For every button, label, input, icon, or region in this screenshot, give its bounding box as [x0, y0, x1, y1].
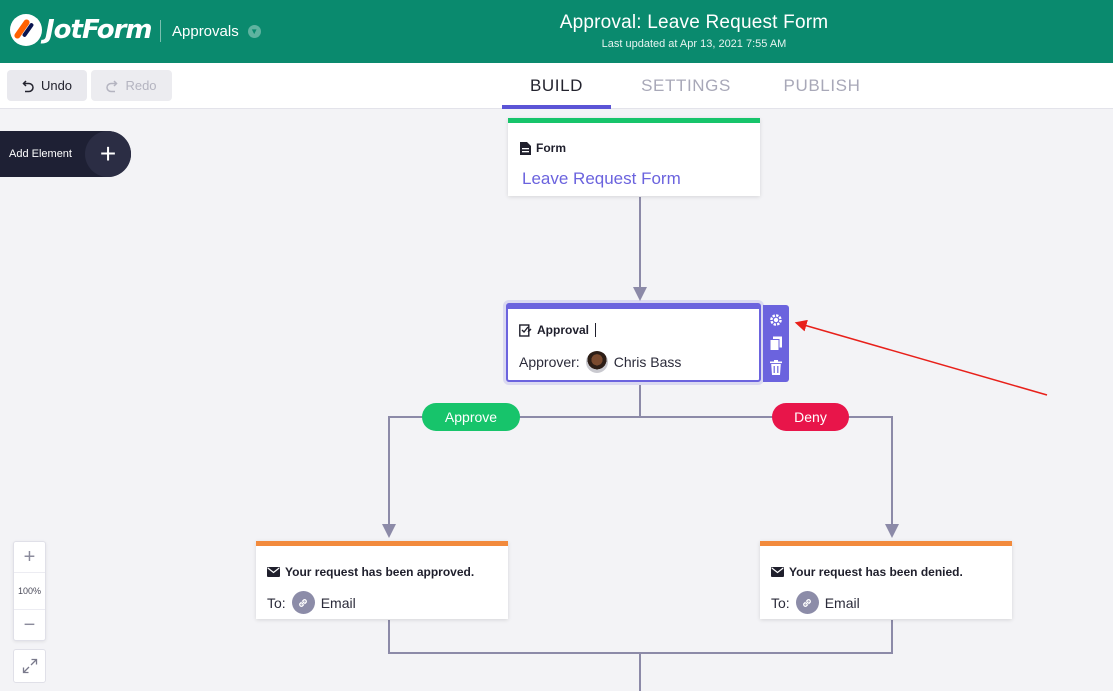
minus-icon: −: [23, 613, 36, 636]
expand-icon: [22, 658, 37, 674]
redo-button[interactable]: Redo: [91, 70, 172, 101]
title-block: Approval: Leave Request Form Last update…: [0, 12, 1113, 50]
form-node-name[interactable]: Leave Request Form: [522, 169, 681, 188]
annotation-arrow: [794, 319, 1048, 396]
tab-settings[interactable]: SETTINGS: [641, 76, 731, 95]
text-caret: [595, 323, 597, 337]
approval-node-type[interactable]: Approval: [537, 323, 590, 337]
gear-icon[interactable]: [769, 313, 783, 327]
header-divider: [160, 20, 161, 42]
node-actions: [763, 305, 789, 382]
app-switcher[interactable]: Approvals ▼: [172, 23, 261, 40]
denied-email-title: Your request has been denied.: [789, 565, 963, 579]
to-label: To:: [267, 594, 286, 611]
chevron-down-icon: ▼: [247, 25, 261, 38]
zoom-level: 100%: [14, 572, 45, 610]
recipient-email: Email: [824, 594, 860, 611]
approve-branch-label[interactable]: Approve: [422, 403, 520, 431]
undo-icon: [22, 79, 34, 92]
tab-publish[interactable]: PUBLISH: [783, 76, 861, 95]
connector-branch-deny: [640, 416, 899, 538]
copy-icon[interactable]: [769, 336, 783, 351]
redo-icon: [106, 79, 119, 92]
approval-node[interactable]: Approval Approver: Chris Bass: [506, 303, 761, 382]
redo-label: Redo: [125, 78, 157, 93]
jotform-logo[interactable]: JotForm: [10, 14, 152, 46]
to-label: To:: [771, 594, 790, 611]
zoom-controls: + 100% −: [13, 541, 46, 641]
approved-email-recipient-row: To: Email: [267, 591, 356, 614]
approver-row: Approver: Chris Bass: [519, 351, 681, 373]
approval-node-header: Approval: [519, 323, 597, 337]
page-title: Approval: Leave Request Form: [559, 12, 829, 33]
add-element-label: Add Element: [9, 148, 72, 160]
approver-label: Approver:: [519, 354, 580, 370]
avatar: [585, 351, 608, 373]
link-icon: [291, 591, 315, 614]
link-icon: [795, 591, 819, 614]
trash-icon[interactable]: [770, 359, 782, 375]
approved-email-header: Your request has been approved.: [267, 565, 474, 579]
undo-label: Undo: [40, 78, 73, 93]
denied-email-node[interactable]: Your request has been denied. To: Email: [760, 541, 1012, 619]
add-element-button[interactable]: Add Element +: [0, 131, 131, 177]
tab-build[interactable]: BUILD: [502, 63, 611, 109]
approved-email-node[interactable]: Your request has been approved. To: Emai…: [256, 541, 508, 619]
last-updated: Last updated at Apr 13, 2021 7:55 AM: [601, 38, 787, 50]
denied-email-recipient-row: To: Email: [771, 591, 860, 614]
envelope-icon: [267, 567, 280, 577]
logo-mark-icon: [10, 14, 42, 46]
connector-merge: [388, 620, 893, 654]
top-header: JotForm Approvals ▼ Approval: Leave Requ…: [0, 0, 1113, 63]
app-switcher-label: Approvals: [172, 23, 239, 40]
document-icon: [520, 141, 531, 155]
form-node-header: Form: [520, 141, 566, 155]
zoom-in-button[interactable]: +: [14, 542, 45, 572]
plus-icon: +: [85, 131, 131, 177]
builder-tabs: BUILD SETTINGS PUBLISH: [502, 63, 887, 109]
fit-screen-button[interactable]: [13, 649, 46, 683]
form-node[interactable]: Form Leave Request Form: [508, 118, 760, 196]
denied-email-header: Your request has been denied.: [771, 565, 963, 579]
approval-icon: [519, 324, 532, 337]
plus-icon: +: [23, 545, 36, 568]
undo-button[interactable]: Undo: [7, 70, 87, 101]
form-node-type: Form: [536, 141, 566, 155]
zoom-out-button[interactable]: −: [14, 610, 45, 640]
recipient-email: Email: [320, 594, 356, 611]
builder-toolbar: Undo Redo BUILD SETTINGS PUBLISH: [0, 63, 1113, 109]
logo-text: JotForm: [45, 15, 152, 45]
approver-name: Chris Bass: [613, 354, 682, 370]
envelope-icon: [771, 567, 784, 577]
approved-email-title: Your request has been approved.: [285, 565, 475, 579]
deny-branch-label[interactable]: Deny: [772, 403, 849, 431]
connector-branch-approve: [382, 416, 640, 538]
